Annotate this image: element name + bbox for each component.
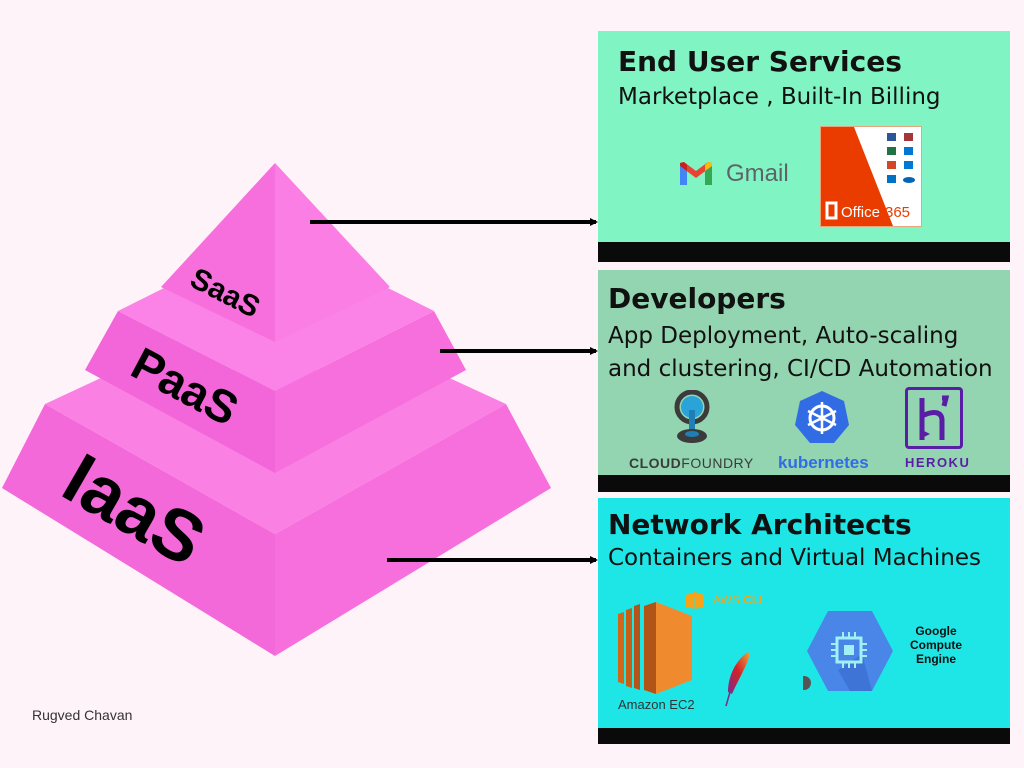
svg-text:365: 365 [885, 204, 910, 221]
svg-text:Office: Office [841, 204, 880, 221]
aws-cli-label: AWS CLI [713, 593, 763, 607]
amazon-ec2-logo-icon [616, 602, 696, 694]
panel-title: Network Architects [608, 508, 912, 541]
iaas-left-face [2, 404, 275, 656]
gce-label-line-3: Engine [915, 652, 956, 666]
gmail-label: Gmail [726, 160, 789, 187]
developers-panel: Developers App Deployment, Auto-scaling … [598, 270, 1010, 492]
cloud-foundry-logo-icon [674, 389, 710, 446]
cloud-foundry-label: CLOUDFOUNDRY [629, 455, 754, 471]
iaas-right-face [275, 404, 551, 656]
panel-subtitle: Marketplace , Built-In Billing [618, 84, 941, 110]
google-compute-engine-logo-icon [806, 610, 894, 692]
cloud-foundry-label-bold: CLOUD [629, 455, 682, 471]
panel-footer-band [598, 475, 1010, 492]
panel-footer-band [598, 242, 1010, 262]
saas-right-face [275, 163, 390, 342]
office365-logo-icon: Office 365 [820, 126, 922, 227]
heroku-logo-icon [905, 387, 963, 449]
saas-left-face [161, 163, 275, 342]
aws-label: AWS [713, 593, 740, 607]
aws-cli-cube-icon [684, 591, 706, 609]
paas-right-face [275, 311, 466, 473]
cloud-foundry-label-light: FOUNDRY [681, 455, 754, 471]
author-credit: Rugved Chavan [32, 707, 133, 723]
network-architects-panel: Network Architects Containers and Virtua… [598, 498, 1010, 744]
amazon-ec2-label: Amazon EC2 [618, 697, 695, 712]
gmail-logo-icon [678, 161, 714, 187]
gce-label-line-2: Compute [910, 638, 962, 652]
panel-subtitle-line-1: App Deployment, Auto-scaling [608, 323, 959, 349]
gce-label-line-1: Google [915, 624, 957, 638]
panel-title: End User Services [618, 45, 902, 78]
heroku-label: HEROKU [905, 455, 971, 470]
end-user-services-panel: End User Services Marketplace , Built-In… [598, 31, 1010, 262]
panel-title: Developers [608, 282, 786, 315]
panel-footer-band [598, 728, 1010, 744]
apache-feather-icon [722, 650, 752, 708]
kubernetes-logo-icon [794, 390, 850, 444]
kubernetes-label: kubernetes [778, 453, 869, 472]
panel-subtitle: Containers and Virtual Machines [608, 545, 981, 571]
cli-label: CLI [743, 593, 763, 607]
partial-logo-icon [803, 676, 811, 690]
panel-subtitle-line-2: and clustering, CI/CD Automation [608, 356, 993, 382]
google-compute-engine-label: Google Compute Engine [910, 624, 962, 666]
pyramid-tier-saas [161, 163, 390, 342]
paas-left-face [85, 311, 275, 473]
